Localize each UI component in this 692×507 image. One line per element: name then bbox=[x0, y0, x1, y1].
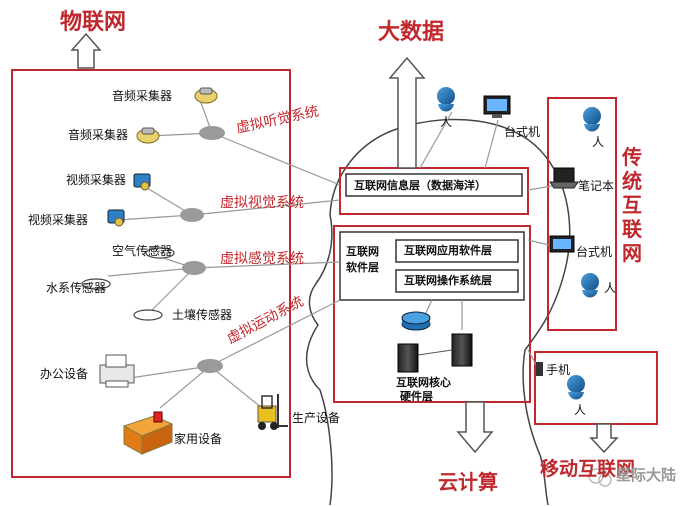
iot-region-box bbox=[11, 69, 291, 478]
printer-icon bbox=[99, 354, 135, 388]
info-layer-label: 互联网信息层（数据海洋） bbox=[354, 179, 486, 192]
desktop-label: 台式机 bbox=[504, 125, 541, 139]
air-sensor-label: 空气传感器 bbox=[112, 244, 173, 258]
laptop-label: 笔记本 bbox=[578, 179, 615, 193]
video-collector-label: 视频采集器 bbox=[66, 173, 127, 187]
app-layer-label: 互联网应用软件层 bbox=[404, 244, 492, 257]
office-device-label: 办公设备 bbox=[40, 367, 89, 381]
os-layer-label: 互联网操作系统层 bbox=[404, 274, 492, 287]
video-collector-label: 视频采集器 bbox=[28, 213, 89, 227]
laptop-icon bbox=[549, 167, 579, 189]
person-icon bbox=[583, 107, 601, 132]
vision-system-label: 虚拟视觉系统 bbox=[220, 195, 304, 211]
phone-icon bbox=[536, 362, 543, 376]
traditional-internet-box bbox=[547, 97, 617, 331]
bigdata-title: 大数据 bbox=[378, 20, 445, 45]
person-icon bbox=[581, 273, 599, 298]
person-icon bbox=[567, 375, 585, 400]
soil-sensor-icon bbox=[133, 309, 163, 321]
desktop-icon bbox=[549, 235, 575, 253]
home-device-label: 家用设备 bbox=[174, 432, 223, 446]
info-layer-box bbox=[339, 167, 529, 215]
production-device-label: 生产设备 bbox=[292, 411, 341, 425]
os-layer-box bbox=[395, 269, 519, 293]
hardware-layer-label: 硬件层 bbox=[400, 390, 433, 403]
core-box bbox=[333, 225, 531, 403]
iot-title: 物联网 bbox=[60, 10, 127, 35]
person-label: 人 bbox=[574, 403, 587, 417]
traditional-title: 传统互联网 bbox=[622, 145, 642, 265]
soil-sensor-label: 土壤传感器 bbox=[172, 308, 233, 322]
video-collector-icon bbox=[133, 173, 151, 191]
forklift-icon bbox=[257, 394, 288, 430]
home-appliance-icon bbox=[122, 411, 174, 455]
person-label: 人 bbox=[604, 281, 617, 295]
audio-collector-icon bbox=[194, 87, 218, 104]
head-silhouette bbox=[305, 118, 571, 506]
person-label: 人 bbox=[592, 135, 605, 149]
mobile-down-arrow bbox=[589, 423, 619, 454]
person-label: 人 bbox=[440, 115, 453, 129]
cloud-down-arrow bbox=[456, 401, 494, 454]
watermark-logo-icon bbox=[588, 468, 612, 487]
audio-collector-label: 音频采集器 bbox=[112, 89, 173, 103]
software-layer-label: 软件层 bbox=[346, 261, 379, 274]
server-icon bbox=[397, 333, 473, 373]
video-collector-icon bbox=[107, 209, 125, 227]
person-icon bbox=[437, 87, 455, 112]
info-layer-inner bbox=[345, 173, 523, 197]
air-sensor-icon bbox=[145, 247, 175, 259]
mobile-title: 移动互联网 bbox=[540, 458, 636, 480]
iot-up-arrow bbox=[70, 32, 102, 69]
watermark-text: 星际大陆 bbox=[616, 466, 677, 484]
hub-nodes bbox=[180, 126, 225, 373]
audio-collector-label: 音频采集器 bbox=[68, 128, 129, 142]
app-layer-box bbox=[395, 239, 519, 263]
cloud-title: 云计算 bbox=[438, 470, 498, 494]
water-sensor-icon bbox=[81, 278, 111, 290]
hardware-layer-label: 互联网核心 bbox=[396, 376, 451, 389]
water-sensor-label: 水系传感器 bbox=[46, 281, 107, 295]
router-icon bbox=[401, 311, 431, 331]
desktop-label: 台式机 bbox=[576, 245, 613, 259]
bigdata-up-arrow bbox=[388, 56, 426, 169]
software-layer-label: 互联网 bbox=[346, 245, 379, 258]
desktop-icon bbox=[483, 95, 511, 118]
sensing-system-label: 虚拟感觉系统 bbox=[220, 251, 304, 267]
mobile-internet-box bbox=[534, 351, 658, 425]
phone-label: 手机 bbox=[546, 363, 571, 377]
audio-collector-icon bbox=[136, 127, 160, 144]
